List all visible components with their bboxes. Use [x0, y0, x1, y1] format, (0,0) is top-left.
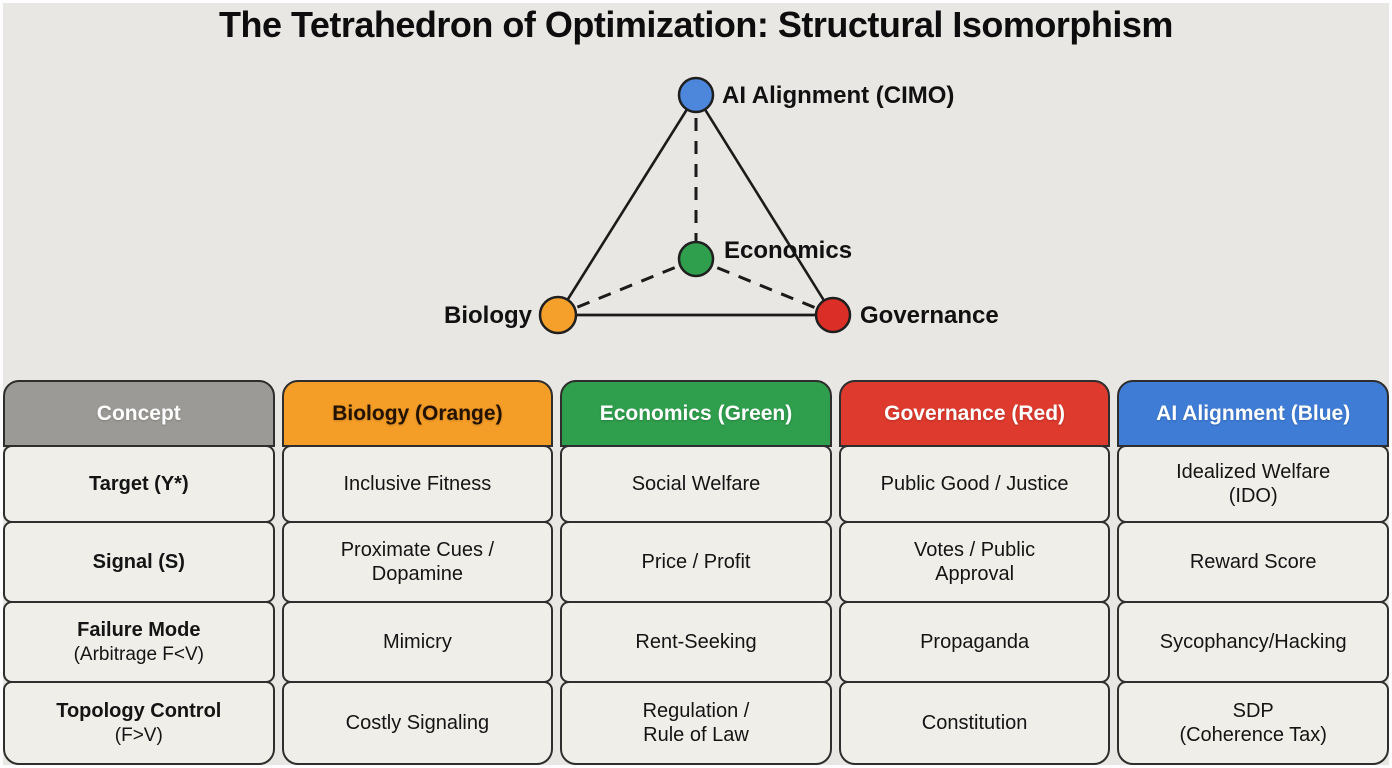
diagram-edges: [556, 94, 835, 317]
concept-cell-target: Target (Y*): [3, 445, 275, 523]
table-column-economics: Economics (Green) Social Welfare Price /…: [560, 380, 832, 765]
concept-main-topology-control: Topology Control: [56, 700, 222, 723]
cell-biology-signal: Proximate Cues / Dopamine: [281, 521, 554, 603]
concept-main-failure-mode: Failure Mode: [77, 619, 201, 642]
cell-governance-topology-control: Constitution: [838, 681, 1111, 765]
edge-ai-governance: [694, 94, 835, 316]
cell-economics-target: Social Welfare: [560, 445, 832, 523]
concept-cell-signal: Signal (S): [3, 521, 275, 603]
node-label-economics: Economics: [724, 237, 852, 264]
cell-economics-topology-control: Regulation / Rule of Law: [560, 681, 832, 765]
cell-governance-failure-mode: Propaganda: [838, 601, 1111, 683]
concept-cell-failure-mode: Failure Mode (Arbitrage F<V): [3, 601, 275, 683]
table-column-concept: Concept Target (Y*) Signal (S) Failure M…: [3, 380, 275, 765]
table-column-ai-alignment: AI Alignment (Blue) Idealized Welfare (I…: [1117, 380, 1389, 765]
cell-ai-alignment-signal: Reward Score: [1117, 521, 1389, 603]
cell-economics-signal: Price / Profit: [560, 521, 832, 603]
tetrahedron-diagram: AI Alignment (CIMO) Economics Biology Go…: [444, 76, 999, 335]
cell-economics-failure-mode: Rent-Seeking: [560, 601, 832, 683]
column-header-concept: Concept: [3, 380, 275, 447]
cell-governance-signal: Votes / Public Approval: [838, 521, 1111, 603]
cell-ai-alignment-target: Idealized Welfare (IDO): [1117, 445, 1389, 523]
cell-ai-alignment-topology-control: SDP (Coherence Tax): [1117, 681, 1389, 765]
cell-governance-target: Public Good / Justice: [838, 445, 1111, 523]
concept-main-signal: Signal (S): [92, 550, 185, 573]
concept-sub-failure-mode: (Arbitrage F<V): [73, 643, 204, 665]
edge-ai-biology: [556, 94, 698, 316]
node-biology: [538, 295, 578, 335]
table-column-governance: Governance (Red) Public Good / Justice V…: [838, 380, 1111, 765]
node-ai-alignment: [677, 76, 715, 114]
column-header-economics: Economics (Green): [560, 380, 832, 447]
node-label-biology: Biology: [444, 302, 533, 329]
cell-biology-target: Inclusive Fitness: [281, 445, 554, 523]
column-header-biology: Biology (Orange): [281, 380, 554, 447]
comparison-table: Concept Target (Y*) Signal (S) Failure M…: [3, 380, 1389, 765]
cell-ai-alignment-failure-mode: Sycophancy/Hacking: [1117, 601, 1389, 683]
node-label-governance: Governance: [860, 302, 999, 329]
concept-main-target: Target (Y*): [88, 472, 189, 495]
column-header-ai-alignment: AI Alignment (Blue): [1117, 380, 1389, 447]
node-governance: [814, 296, 852, 334]
node-economics: [677, 240, 715, 278]
table-column-biology: Biology (Orange) Inclusive Fitness Proxi…: [281, 380, 554, 765]
concept-cell-topology-control: Topology Control (F>V): [3, 681, 275, 765]
cell-biology-failure-mode: Mimicry: [281, 601, 554, 683]
cell-biology-topology-control: Costly Signaling: [281, 681, 554, 765]
edge-economics-biology-dashed: [557, 257, 697, 317]
concept-sub-topology-control: (F>V): [114, 724, 163, 746]
node-label-ai-alignment: AI Alignment (CIMO): [722, 82, 954, 109]
edge-economics-governance-dashed: [695, 257, 834, 317]
column-header-governance: Governance (Red): [838, 380, 1111, 447]
page-title: The Tetrahedron of Optimization: Structu…: [219, 4, 1173, 45]
